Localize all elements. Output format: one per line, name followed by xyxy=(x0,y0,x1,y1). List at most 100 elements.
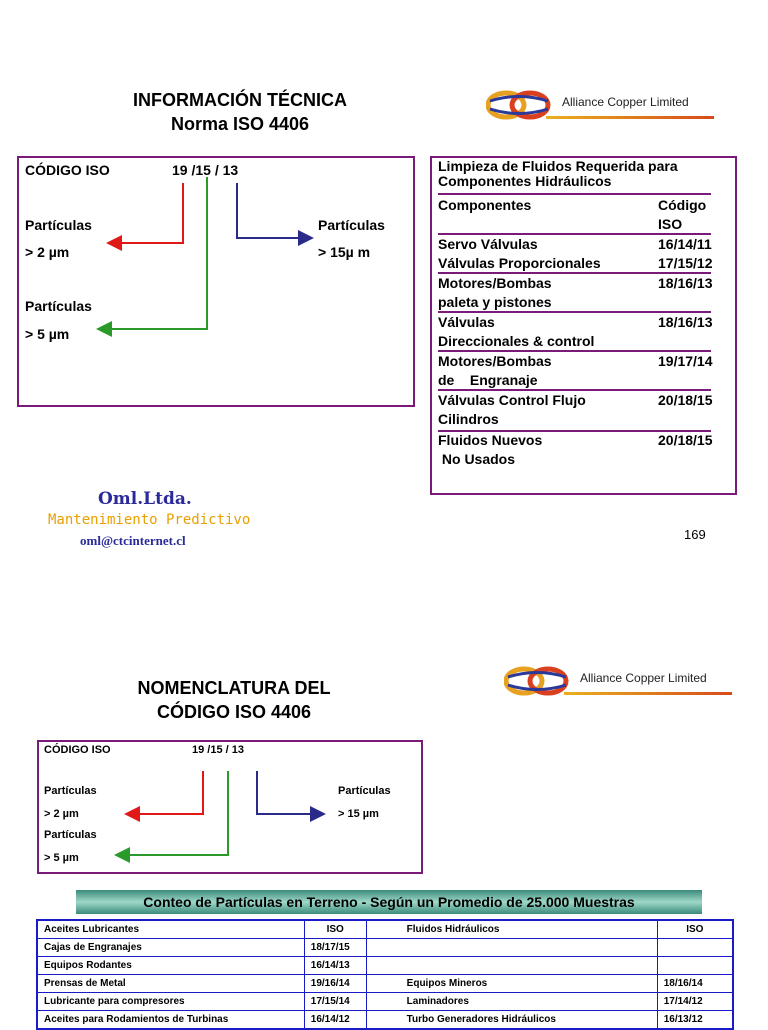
particle-count-table: Aceites Lubricantes ISO Fluidos Hidráuli… xyxy=(36,919,734,1030)
spec-divider xyxy=(438,233,711,235)
spec-row-component: Válvulas Direccionales & control xyxy=(438,313,594,351)
iso-code-value: 19 /15 / 13 xyxy=(192,744,244,756)
company-email: oml@ctcinternet.cl xyxy=(80,533,186,548)
spec-row-component-line2: No Usados xyxy=(438,451,516,467)
spec-row-component: Válvulas Proporcionales xyxy=(438,255,601,271)
table-cell: Cajas de Engranajes xyxy=(36,938,305,957)
table-cell: 18/16/14 xyxy=(656,974,734,993)
table-cell: Laminadores xyxy=(365,992,658,1011)
spec-row-code: 16/14/11 xyxy=(658,236,712,252)
particles-2-label: Partículas xyxy=(25,217,92,233)
spec-row-component: Fluidos Nuevos No Usados xyxy=(438,431,542,469)
spec-row-component-line2: de Engranaje xyxy=(438,372,538,388)
iso-code-label: CÓDIGO ISO xyxy=(44,744,111,756)
table-cell xyxy=(656,938,734,957)
spec-row-code: 20/18/15 xyxy=(658,432,713,448)
alliance-logo-text: Alliance Copper Limited xyxy=(580,671,707,685)
spec-row-component-line1: Motores/Bombas xyxy=(438,353,552,369)
spec-divider xyxy=(438,193,711,195)
cleanliness-spec-box xyxy=(430,156,737,495)
table-row: Aceites para Rodamientos de Turbinas 16/… xyxy=(36,1010,734,1030)
particles-5-size: > 5 µm xyxy=(25,326,70,342)
table-row: Cajas de Engranajes 18/17/15 xyxy=(36,938,734,957)
spec-row-component: Válvulas Control Flujo Cilindros xyxy=(438,391,586,429)
spec-row-component: Motores/Bombas de Engranaje xyxy=(438,352,552,390)
spec-divider xyxy=(438,311,711,313)
particles-5-label: Partículas xyxy=(25,298,92,314)
spec-title-line2: Componentes Hidráulicos xyxy=(438,173,612,189)
spec-row-component-line1: Motores/Bombas xyxy=(438,275,552,291)
table-cell: Equipos Rodantes xyxy=(36,956,305,975)
particle-count-banner: Conteo de Partículas en Terreno - Según … xyxy=(76,890,702,914)
alliance-logo: Alliance Copper Limited xyxy=(504,664,734,698)
spec-row-component: Motores/Bombas paleta y pistones xyxy=(438,274,552,312)
spec-header-component: Componentes xyxy=(438,197,532,213)
particles-2-label: Partículas xyxy=(44,785,97,797)
table-cell: 18/17/15 xyxy=(303,938,367,957)
slide2-title: NOMENCLATURA DEL CÓDIGO ISO 4406 xyxy=(84,676,384,724)
company-name: Oml.Ltda. xyxy=(98,489,192,509)
spec-row-component: Servo Válvulas xyxy=(438,236,538,252)
table-header-cell: Aceites Lubricantes xyxy=(36,919,305,939)
slide2-title-line2: CÓDIGO ISO 4406 xyxy=(156,702,312,722)
red-arrow-2um xyxy=(124,771,204,822)
spec-header-code-line1: Código xyxy=(658,197,707,213)
table-row: Lubricante para compresores 17/15/14 Lam… xyxy=(36,992,734,1011)
alliance-logo-text: Alliance Copper Limited xyxy=(562,95,689,109)
spec-row-component-line1: Válvulas xyxy=(438,314,495,330)
alliance-logo-icon xyxy=(486,90,551,120)
red-arrow-2um xyxy=(106,183,184,251)
iso-nomenclature-box xyxy=(37,740,423,874)
iso-code-value: 19 /15 / 13 xyxy=(172,162,239,178)
table-header-cell: ISO xyxy=(656,919,734,939)
spec-row-code: 20/18/15 xyxy=(658,392,713,408)
green-arrow-5um xyxy=(96,177,208,337)
table-row: Prensas de Metal 19/16/14 Equipos Minero… xyxy=(36,974,734,993)
spec-title-line1: Limpieza de Fluidos Requerida para xyxy=(438,158,678,174)
table-cell xyxy=(365,956,658,975)
table-cell xyxy=(656,956,734,975)
iso-nomenclature-arrows xyxy=(114,771,326,863)
slide1-title-line1: INFORMACIÓN TÉCNICA xyxy=(133,90,347,110)
table-cell: Equipos Mineros xyxy=(365,974,658,993)
particles-2-size: > 2 µm xyxy=(44,808,79,820)
table-header-cell: Fluidos Hidráulicos xyxy=(365,919,658,939)
table-cell: Aceites para Rodamientos de Turbinas xyxy=(36,1010,305,1030)
table-cell: Prensas de Metal xyxy=(36,974,305,993)
table-cell: 16/13/12 xyxy=(656,1010,734,1030)
particles-2-size: > 2 µm xyxy=(25,244,70,260)
spec-divider xyxy=(438,350,711,352)
spec-row-component-line1: Válvulas Control Flujo xyxy=(438,392,586,408)
alliance-logo-underline xyxy=(564,692,732,695)
slide1-title-line2: Norma ISO 4406 xyxy=(170,114,310,134)
spec-row-component-line2: Direccionales & control xyxy=(438,333,595,349)
table-cell: 17/14/12 xyxy=(656,992,734,1011)
table-cell: 19/16/14 xyxy=(303,974,367,993)
slide2-title-line1: NOMENCLATURA DEL xyxy=(137,678,331,698)
company-tagline: Mantenimiento Predictivo xyxy=(48,512,251,528)
iso-code-box xyxy=(17,156,415,407)
blue-arrow-15um xyxy=(236,183,314,246)
blue-arrow-15um xyxy=(256,771,326,822)
slide1-title: INFORMACIÓN TÉCNICA Norma ISO 4406 xyxy=(90,88,390,136)
table-cell xyxy=(365,938,658,957)
alliance-logo-underline xyxy=(546,116,714,119)
spec-header-code: Código ISO xyxy=(658,196,706,234)
spec-row-component-line2: paleta y pistones xyxy=(438,294,552,310)
spec-divider xyxy=(438,272,711,274)
table-header-cell: ISO xyxy=(303,919,367,939)
particles-15-size: > 15µ m xyxy=(318,244,371,260)
spec-title: Limpieza de Fluidos Requerida para Compo… xyxy=(438,159,678,189)
table-row: Equipos Rodantes 16/14/13 xyxy=(36,956,734,975)
table-cell: 16/14/12 xyxy=(303,1010,367,1030)
spec-row-code: 17/15/12 xyxy=(658,255,713,271)
alliance-logo: Alliance Copper Limited xyxy=(486,88,716,122)
spec-row-component-line2: Cilindros xyxy=(438,411,499,427)
table-cell: 16/14/13 xyxy=(303,956,367,975)
spec-row-component-line1: Fluidos Nuevos xyxy=(438,432,543,448)
spec-row-code: 18/16/13 xyxy=(658,275,713,291)
spec-divider xyxy=(438,389,711,391)
green-arrow-5um xyxy=(114,771,229,863)
particles-15-label: Partículas xyxy=(318,217,385,233)
table-cell: 17/15/14 xyxy=(303,992,367,1011)
